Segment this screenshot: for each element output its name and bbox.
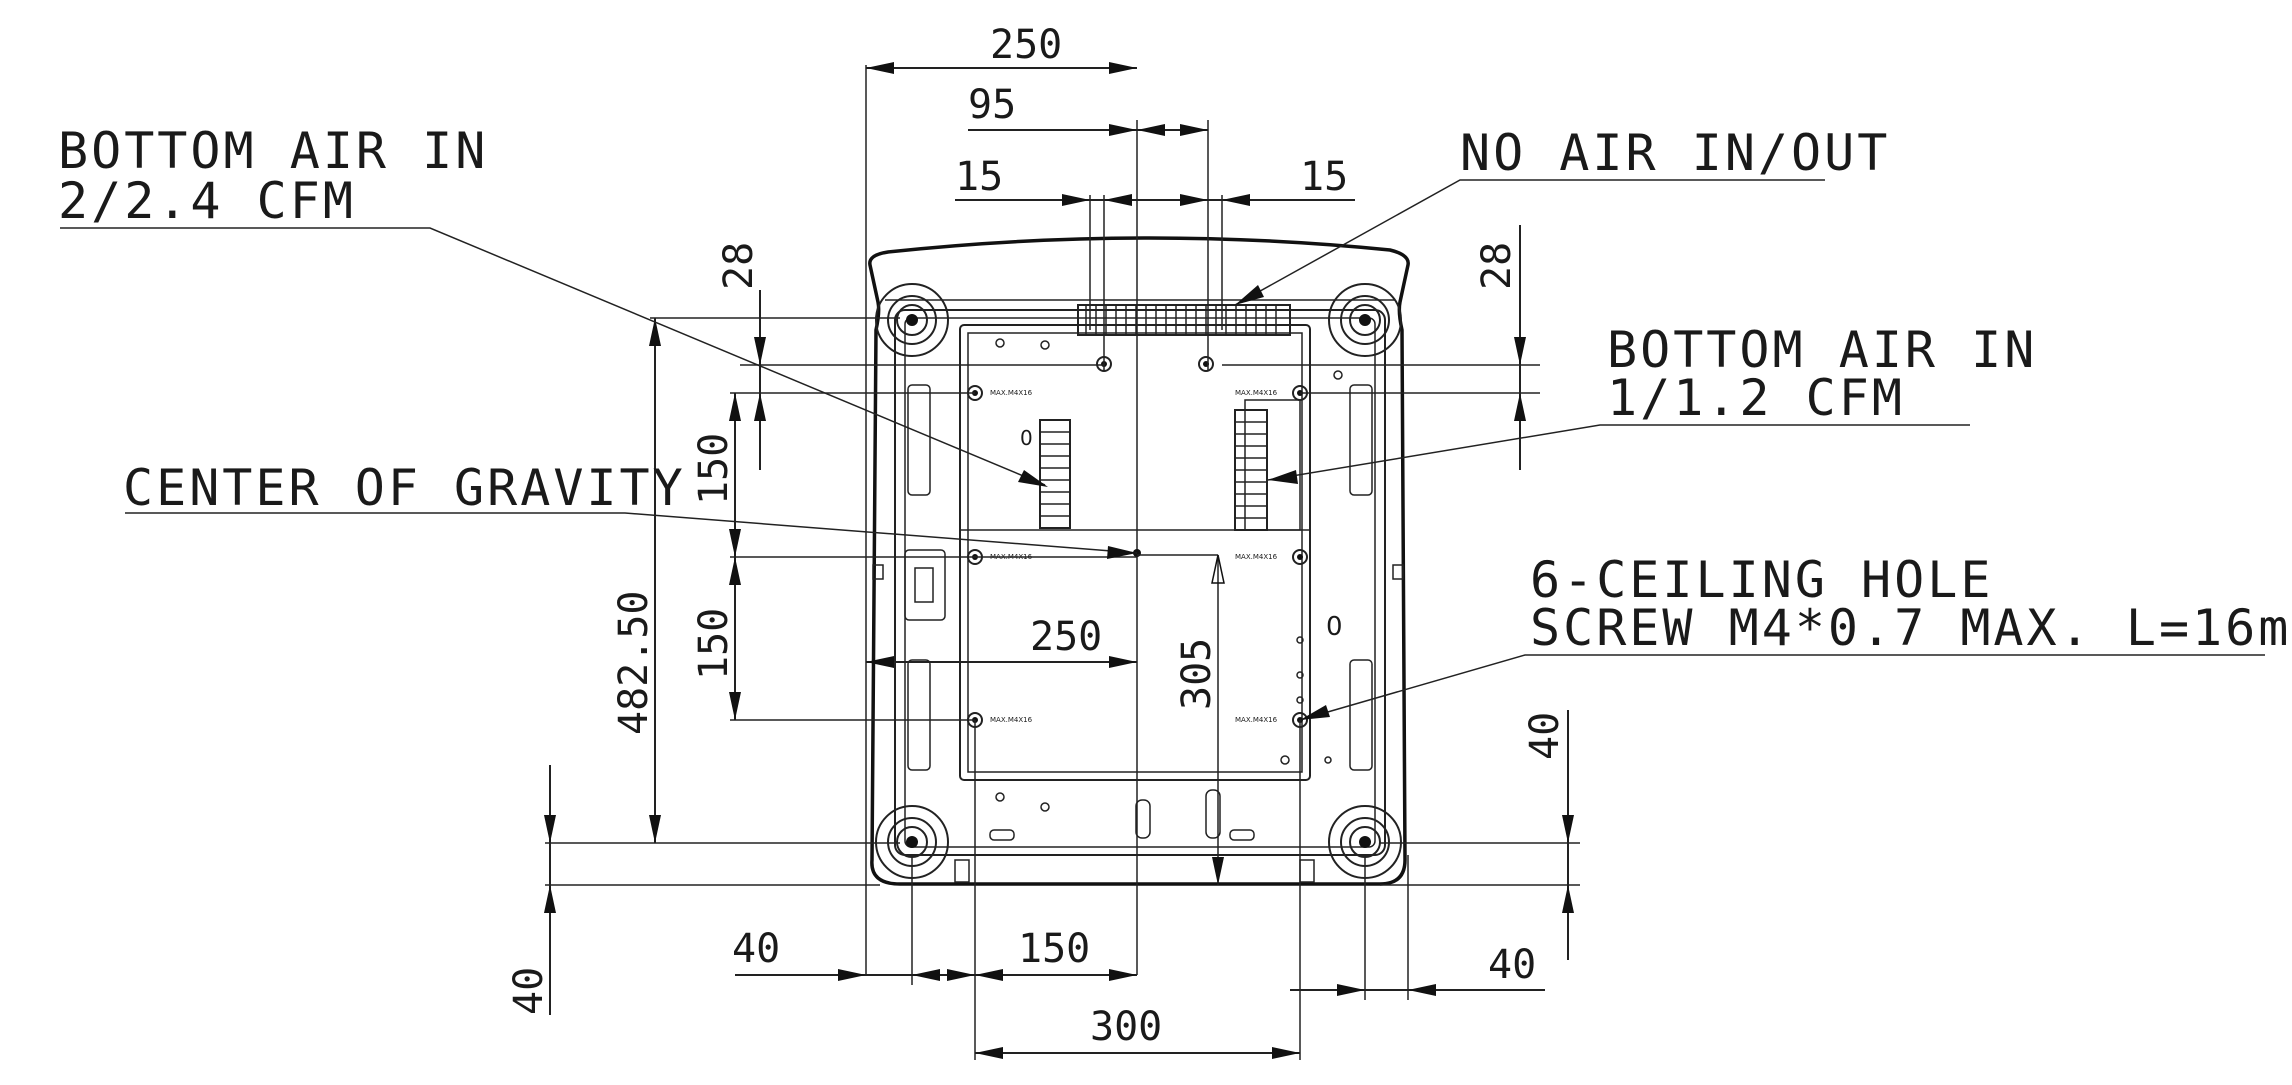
dim-left-15: 15 — [955, 154, 1003, 200]
label-center-of-gravity: CENTER OF GRAVITY — [123, 459, 686, 517]
dim-bottom-300: 300 — [1090, 1004, 1162, 1050]
dim-150-lower: 150 — [691, 608, 737, 680]
screw-mark-4: MAX.M4X16 — [1235, 553, 1278, 561]
label-ceiling-hole-2: SCREW M4*0.7 MAX. L=16mm — [1530, 599, 2292, 657]
dim-top-95: 95 — [968, 82, 1016, 128]
screw-mark-2: MAX.M4X16 — [1235, 389, 1278, 397]
dim-left-28: 28 — [716, 242, 762, 290]
dim-right-15: 15 — [1300, 154, 1348, 200]
projector-body: 0 0 — [868, 236, 1410, 886]
dim-bottom-40-left: 40 — [732, 926, 780, 972]
label-bottom-air-right-2: 1/1.2 CFM — [1607, 369, 1905, 427]
dim-150-upper: 150 — [691, 433, 737, 505]
dimension-lines — [544, 62, 1580, 1060]
dim-cg-305: 305 — [1174, 638, 1220, 710]
label-no-air: NO AIR IN/OUT — [1460, 124, 1890, 182]
screw-mark-6: MAX.M4X16 — [1235, 716, 1278, 724]
vent-mark-right: 0 — [1326, 612, 1343, 642]
callout-labels: BOTTOM AIR IN 2/2.4 CFM NO AIR IN/OUT BO… — [58, 122, 2292, 657]
label-bottom-air-left-2: 2/2.4 CFM — [58, 172, 356, 230]
ceiling-hole-4 — [1292, 549, 1308, 565]
dim-top-250: 250 — [990, 22, 1062, 68]
leader-lines — [60, 179, 2265, 721]
dim-right-28: 28 — [1474, 242, 1520, 290]
dim-482-50: 482.50 — [611, 591, 657, 736]
label-bottom-air-right-1: BOTTOM AIR IN — [1607, 321, 2037, 379]
dim-cg-250: 250 — [1030, 614, 1102, 660]
dim-bottom-150: 150 — [1018, 926, 1090, 972]
vent-mark-left: 0 — [1020, 426, 1033, 450]
dim-lower-left-40: 40 — [506, 967, 552, 1015]
label-bottom-air-left-1: BOTTOM AIR IN — [58, 122, 488, 180]
screw-mark-5: MAX.M4X16 — [990, 716, 1033, 724]
screw-mark-1: MAX.M4X16 — [990, 389, 1033, 397]
dim-right-40: 40 — [1522, 712, 1568, 760]
dim-bottom-40-right: 40 — [1488, 942, 1536, 988]
label-ceiling-hole-1: 6-CEILING HOLE — [1530, 551, 1993, 609]
dimension-texts: 250 95 15 15 28 28 150 150 482.50 250 30… — [506, 22, 1568, 1050]
foot-top-right — [1328, 283, 1402, 357]
foot-top-left — [875, 283, 949, 357]
